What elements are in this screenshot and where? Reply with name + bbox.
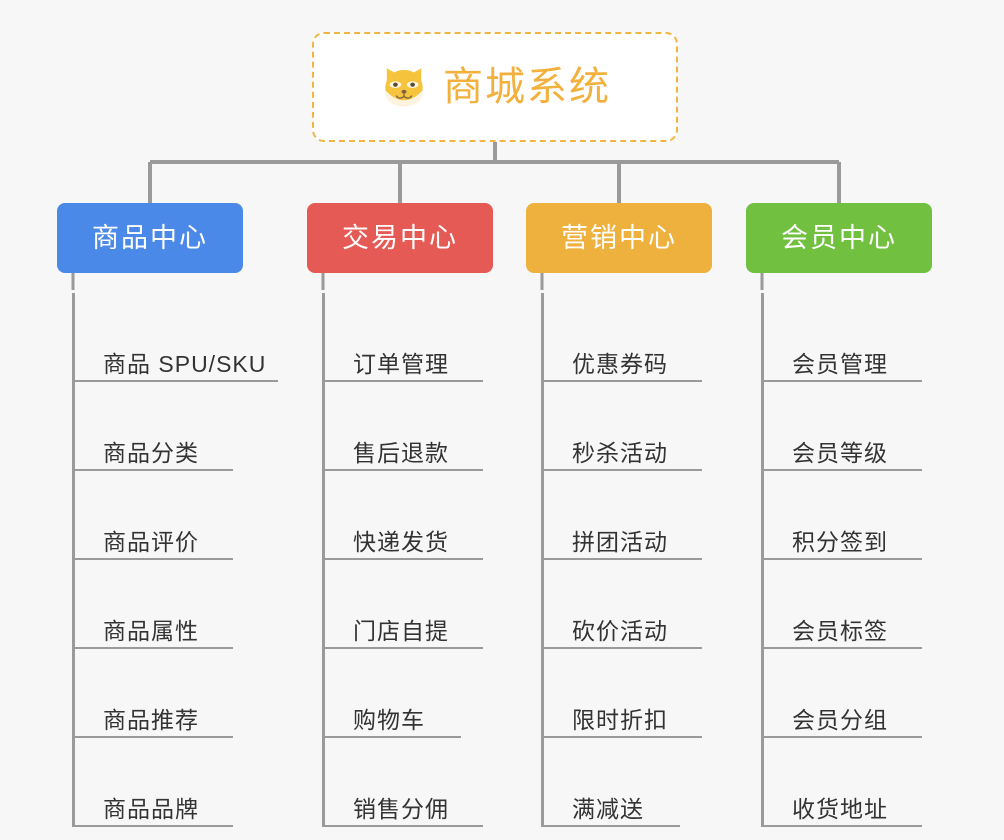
leaf-list-product: 商品 SPU/SKU 商品分类 商品评价 商品属性 商品推荐 商品品牌 — [57, 293, 278, 827]
leaf-item-label: 商品品牌 — [103, 796, 199, 823]
leaf-item[interactable]: 限时折扣 — [542, 649, 712, 738]
category-header-label: 会员中心 — [781, 222, 897, 253]
category-header-marketing[interactable]: 营销中心 — [526, 203, 712, 273]
root-node[interactable]: 商城系统 — [312, 32, 678, 142]
leaf-item[interactable]: 商品品牌 — [73, 738, 243, 827]
shiba-dog-emoji-icon — [379, 62, 429, 112]
leaf-item-label: 秒杀活动 — [572, 440, 668, 467]
leaf-item[interactable]: 商品分类 — [73, 382, 243, 471]
leaf-item[interactable]: 购物车 — [323, 649, 493, 738]
leaf-item-label: 会员标签 — [792, 618, 888, 645]
leaf-item[interactable]: 砍价活动 — [542, 560, 712, 649]
leaf-item[interactable]: 商品推荐 — [73, 649, 243, 738]
root-title: 商城系统 — [443, 65, 611, 109]
leaf-item-label: 收货地址 — [792, 796, 888, 823]
leaf-item[interactable]: 订单管理 — [323, 293, 493, 382]
leaf-item-label: 拼团活动 — [572, 529, 668, 556]
leaf-item[interactable]: 积分签到 — [762, 471, 932, 560]
leaf-item-label: 购物车 — [353, 707, 425, 734]
leaf-item-label: 商品评价 — [103, 529, 199, 556]
leaf-spine — [72, 293, 75, 827]
leaf-item[interactable]: 会员等级 — [762, 382, 932, 471]
leaf-item-label: 售后退款 — [353, 440, 449, 467]
leaf-item-label: 门店自提 — [353, 618, 449, 645]
category-header-transaction[interactable]: 交易中心 — [307, 203, 493, 273]
leaf-item[interactable]: 拼团活动 — [542, 471, 712, 560]
leaf-item-label: 会员等级 — [792, 440, 888, 467]
category-header-member[interactable]: 会员中心 — [746, 203, 932, 273]
leaf-item[interactable]: 售后退款 — [323, 382, 493, 471]
category-header-label: 商品中心 — [92, 222, 208, 253]
leaf-item[interactable]: 商品 SPU/SKU — [73, 293, 278, 382]
leaf-item[interactable]: 销售分佣 — [323, 738, 493, 827]
category-header-label: 营销中心 — [561, 222, 677, 253]
leaf-item-label: 商品推荐 — [103, 707, 199, 734]
leaf-list-transaction: 订单管理 售后退款 快递发货 门店自提 购物车 销售分佣 — [307, 293, 493, 827]
leaf-item-label: 会员分组 — [792, 707, 888, 734]
leaf-item-label: 销售分佣 — [353, 796, 449, 823]
leaf-list-member: 会员管理 会员等级 积分签到 会员标签 会员分组 收货地址 — [746, 293, 932, 827]
leaf-item[interactable]: 门店自提 — [323, 560, 493, 649]
leaf-item[interactable]: 商品评价 — [73, 471, 243, 560]
leaf-item[interactable]: 优惠券码 — [542, 293, 712, 382]
branch-column-member: 会员中心 会员管理 会员等级 积分签到 会员标签 会员分组 收货地址 — [746, 203, 932, 827]
leaf-item[interactable]: 满减送 — [542, 738, 712, 827]
branch-column-marketing: 营销中心 优惠券码 秒杀活动 拼团活动 砍价活动 限时折扣 满减送 — [526, 203, 712, 827]
leaf-item-label: 积分签到 — [792, 529, 888, 556]
branch-column-product: 商品中心 商品 SPU/SKU 商品分类 商品评价 商品属性 商品推荐 商品品牌 — [57, 203, 278, 827]
leaf-item-label: 商品 SPU/SKU — [103, 351, 267, 378]
leaf-item-label: 限时折扣 — [572, 707, 668, 734]
leaf-item[interactable]: 快递发货 — [323, 471, 493, 560]
leaf-item[interactable]: 秒杀活动 — [542, 382, 712, 471]
leaf-spine — [761, 293, 764, 827]
leaf-item-label: 快递发货 — [353, 529, 449, 556]
leaf-spine — [541, 293, 544, 827]
branch-column-transaction: 交易中心 订单管理 售后退款 快递发货 门店自提 购物车 销售分佣 — [307, 203, 493, 827]
leaf-item[interactable]: 商品属性 — [73, 560, 243, 649]
leaf-item[interactable]: 会员标签 — [762, 560, 932, 649]
leaf-item-label: 会员管理 — [792, 351, 888, 378]
leaf-item-label: 满减送 — [572, 796, 644, 823]
leaf-item-label: 砍价活动 — [572, 618, 668, 645]
leaf-item[interactable]: 会员分组 — [762, 649, 932, 738]
leaf-list-marketing: 优惠券码 秒杀活动 拼团活动 砍价活动 限时折扣 满减送 — [526, 293, 712, 827]
leaf-spine — [322, 293, 325, 827]
leaf-item-label: 商品属性 — [103, 618, 199, 645]
leaf-item-label: 优惠券码 — [572, 351, 668, 378]
category-header-product[interactable]: 商品中心 — [57, 203, 243, 273]
category-header-label: 交易中心 — [342, 222, 458, 253]
leaf-item[interactable]: 会员管理 — [762, 293, 932, 382]
leaf-item-label: 商品分类 — [103, 440, 199, 467]
leaf-item[interactable]: 收货地址 — [762, 738, 932, 827]
leaf-item-label: 订单管理 — [353, 351, 449, 378]
